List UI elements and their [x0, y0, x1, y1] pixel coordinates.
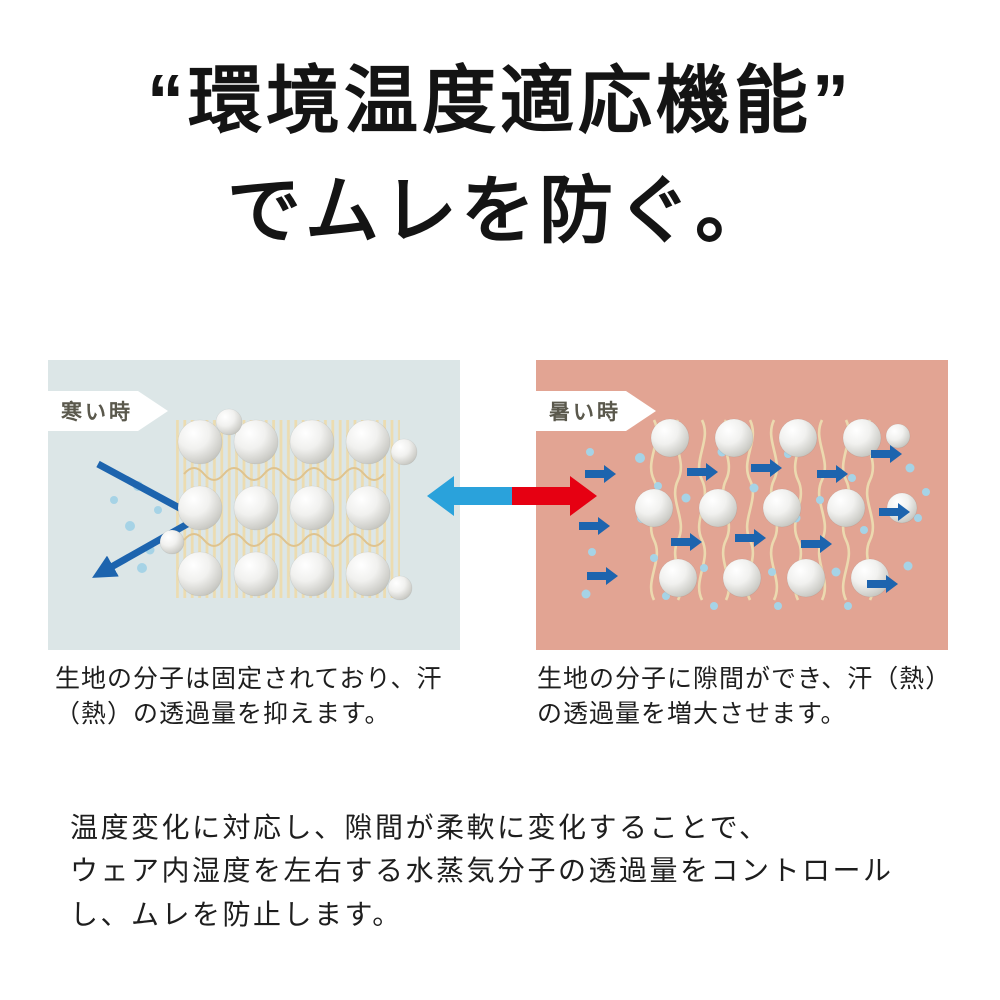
heading-line-2: でムレを防ぐ。 — [227, 168, 773, 252]
cold-caption-line-1: 生地の分子は固定されており、汗 — [55, 665, 443, 693]
description-line-2: ウェア内湿度を左右する水蒸気分子の透過量をコントロール — [70, 855, 894, 887]
heading-line-1: “環境温度適応機能” — [147, 59, 853, 142]
hot-panel-caption: 生地の分子に隙間ができ、汗（熱） の透過量を増大させます。 — [537, 662, 967, 732]
fiber-squiggles — [183, 467, 385, 547]
cold-panel-illustration — [92, 408, 418, 601]
hot-panel-illustration — [579, 418, 930, 610]
description-text: 温度変化に対応し、隙間が柔軟に変化することで、 ウェア内湿度を左右する水蒸気分子… — [70, 806, 894, 936]
cold-label: 寒い時 — [61, 401, 133, 424]
hot-label: 暑い時 — [549, 401, 621, 424]
hot-caption-line-1: 生地の分子に隙間ができ、汗（熱） — [537, 665, 952, 693]
two-way-arrow-icon — [427, 476, 597, 516]
temperature-diagram: 寒い時 — [0, 360, 1000, 650]
molecule-spheres — [159, 408, 418, 601]
hot-caption-line-2: の透過量を増大させます。 — [537, 700, 847, 728]
cold-caption-line-2: （熱）の透過量を抑えます。 — [55, 700, 391, 728]
hot-panel: 暑い時 — [536, 360, 948, 650]
cold-panel: 寒い時 — [48, 360, 460, 650]
page-title: “環境温度適応機能” でムレを防ぐ。 — [0, 0, 1000, 265]
molecule-spheres — [634, 418, 918, 598]
description-line-1: 温度変化に対応し、隙間が柔軟に変化することで、 — [70, 812, 770, 843]
center-arrow-left — [427, 476, 512, 516]
description-line-3: し、ムレを防止します。 — [70, 898, 403, 930]
cold-panel-caption: 生地の分子は固定されており、汗 （熱）の透過量を抑えます。 — [55, 662, 475, 732]
center-arrow-right — [512, 476, 597, 516]
